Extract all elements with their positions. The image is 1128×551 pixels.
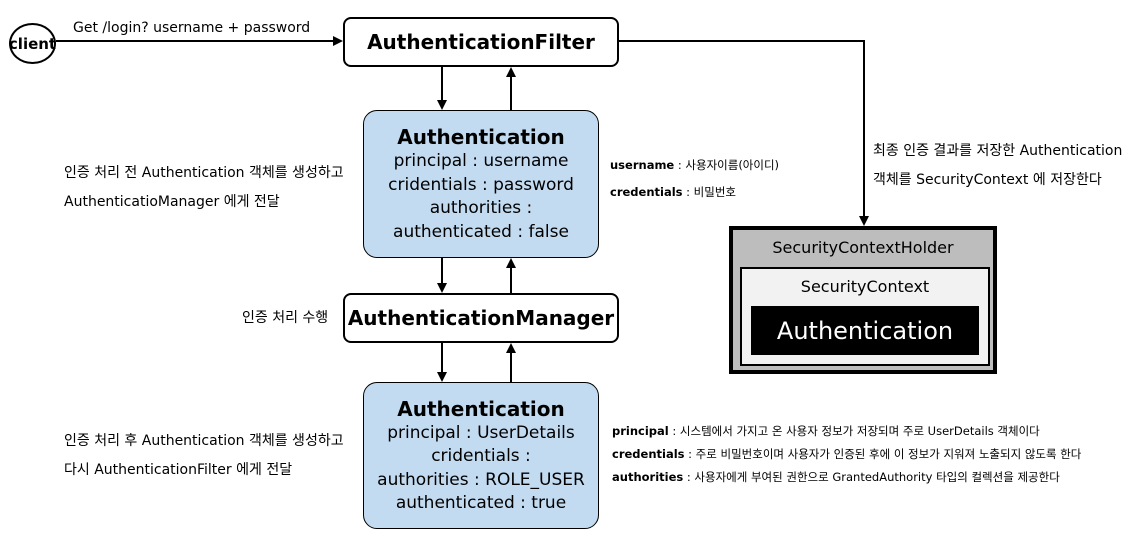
description-value: : 시스템에서 가지고 온 사용자 정보가 저장되며 주로 UserDetail… <box>668 424 1040 438</box>
stored-authentication-label: Authentication <box>776 316 954 345</box>
description-key: authorities <box>612 470 684 484</box>
note-manager: 인증 처리 수행 <box>242 310 329 326</box>
security-context-holder-box: SecurityContextHolder SecurityContext Au… <box>729 226 997 374</box>
note-after-line: 다시 AuthenticationFilter 에게 전달 <box>64 462 293 478</box>
store-note-line: 최종 인증 결과를 저장한 Authentication <box>873 143 1123 159</box>
description-key: credentials <box>610 185 683 199</box>
authentication-after-title: Authentication <box>397 396 565 421</box>
authentication-before-authenticated: authenticated : false <box>393 221 569 242</box>
note-before-line: 인증 처리 전 Authentication 객체를 생성하고 <box>64 165 344 181</box>
description-key: username <box>610 158 675 172</box>
note-after: 인증 처리 후 Authentication 객체를 생성하고 다시 Authe… <box>64 427 344 485</box>
authentication-before-title: Authentication <box>397 125 565 149</box>
authentication-manager-box: AuthenticationManager <box>343 293 619 343</box>
authentication-after-authorities: authorities : ROLE_USER <box>377 469 585 490</box>
authentication-filter-box: AuthenticationFilter <box>343 17 619 67</box>
after-field-descriptions: principal : 시스템에서 가지고 온 사용자 정보가 저장되며 주로 … <box>612 420 1081 489</box>
store-note: 최종 인증 결과를 저장한 Authentication 객체를 Securit… <box>873 137 1122 195</box>
client-node: client <box>9 23 56 64</box>
description-key: credentials <box>612 447 685 461</box>
authentication-after-credentials: cridentials : <box>431 446 531 466</box>
authentication-before-box: Authentication principal : username crid… <box>363 110 599 258</box>
authentication-filter-label: AuthenticationFilter <box>367 30 595 54</box>
description-value: : 사용자이름(아이디) <box>674 158 780 172</box>
description-row: credentials : 비밀번호 <box>610 179 779 206</box>
note-before-line: AuthenticatioManager 에게 전달 <box>64 194 280 210</box>
description-value: : 사용자에게 부여된 권한으로 GrantedAuthority 타입의 컬렉… <box>683 470 1060 484</box>
description-row: authorities : 사용자에게 부여된 권한으로 GrantedAuth… <box>612 466 1081 489</box>
store-note-line: 객체를 SecurityContext 에 저장한다 <box>873 172 1102 188</box>
authentication-after-authenticated: authenticated : true <box>395 493 567 513</box>
authentication-after-box: Authentication principal : UserDetails c… <box>363 382 599 529</box>
security-context-box: SecurityContext Authentication <box>740 267 990 366</box>
description-value: : 비밀번호 <box>682 185 737 199</box>
authentication-before-authorities: authorities : <box>429 198 533 218</box>
request-label: Get /login? username + password <box>73 20 311 36</box>
description-row: credentials : 주로 비밀번호이며 사용자가 인증된 후에 이 정보… <box>612 443 1081 466</box>
description-key: principal <box>612 424 669 438</box>
before-field-descriptions: username : 사용자이름(아이디) credentials : 비밀번호 <box>610 152 779 206</box>
arrow-filter-to-holder <box>619 40 869 226</box>
stored-authentication-box: Authentication <box>751 306 979 355</box>
authentication-after-principal: principal : UserDetails <box>387 422 575 443</box>
description-row: principal : 시스템에서 가지고 온 사용자 정보가 저장되며 주로 … <box>612 420 1081 443</box>
security-context-title: SecurityContext <box>800 277 930 296</box>
authentication-manager-label: AuthenticationManager <box>347 306 615 330</box>
description-row: username : 사용자이름(아이디) <box>610 152 779 179</box>
description-value: : 주로 비밀번호이며 사용자가 인증된 후에 이 정보가 지워져 노출되지 않… <box>684 447 1082 461</box>
client-label: client <box>8 34 57 53</box>
security-context-holder-title: SecurityContextHolder <box>772 238 954 257</box>
authentication-before-principal: principal : username <box>393 151 569 171</box>
note-before: 인증 처리 전 Authentication 객체를 생성하고 Authenti… <box>64 159 344 217</box>
authentication-before-credentials: cridentials : password <box>388 174 574 195</box>
note-after-line: 인증 처리 후 Authentication 객체를 생성하고 <box>64 433 344 449</box>
